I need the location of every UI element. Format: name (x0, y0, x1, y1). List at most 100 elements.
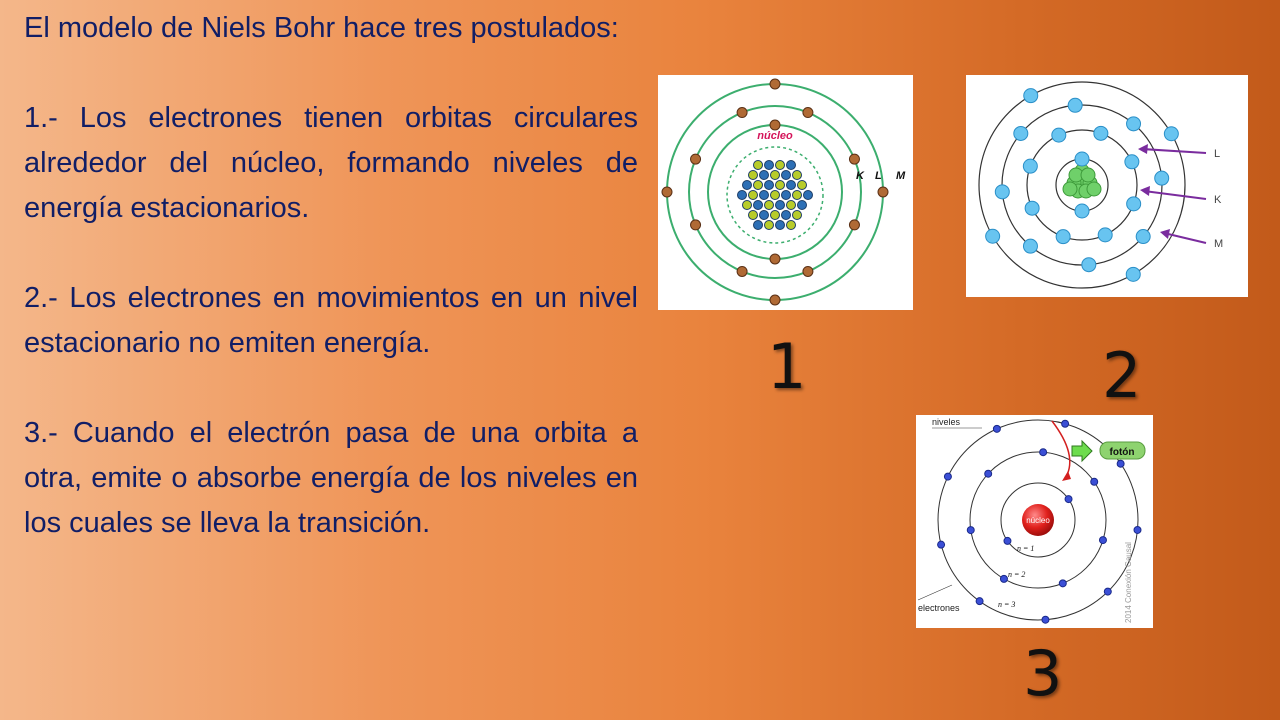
electron (1126, 196, 1142, 212)
nucleon (1062, 181, 1078, 197)
electron (690, 153, 702, 165)
postulates-text: El modelo de Niels Bohr hace tres postul… (24, 6, 638, 546)
electron (1081, 257, 1097, 273)
nucleon (770, 210, 780, 220)
nucleon (775, 180, 785, 190)
nucleon (737, 190, 747, 200)
nucleon (759, 190, 769, 200)
electron (975, 597, 984, 606)
electron (1163, 126, 1179, 142)
credit-label: 2014 Conexión Causal (1124, 542, 1133, 623)
nucleon (748, 170, 758, 180)
figure-number-2: 2 (1102, 339, 1142, 412)
nucleon (786, 160, 796, 170)
photon-label: fotón (1110, 447, 1135, 458)
nucleon (786, 200, 796, 210)
bohr-diagram-3: núcleo fotón niveles electrones n = 1 n … (916, 415, 1153, 628)
atom-diagram-2-svg: L K M (978, 81, 1223, 289)
electron (985, 228, 1001, 244)
electron (769, 78, 781, 90)
electron (1124, 154, 1140, 170)
nucleon (781, 190, 791, 200)
electron (1116, 459, 1125, 468)
nucleon (753, 200, 763, 210)
electron (943, 472, 952, 481)
electron (848, 219, 860, 231)
electron (1061, 419, 1070, 428)
nucleon (775, 200, 785, 210)
nucleon (792, 170, 802, 180)
electron (1126, 116, 1142, 132)
electron (966, 526, 975, 535)
nucleon (764, 200, 774, 210)
shell-label-l: L (1214, 148, 1220, 160)
shell-label-m: M (1214, 238, 1223, 250)
electron (1097, 227, 1113, 243)
electron (1041, 615, 1050, 624)
nucleon (770, 190, 780, 200)
electron (690, 219, 702, 231)
electron (769, 119, 781, 131)
shell-label-l: L (875, 170, 882, 182)
electrons-label: electrones (918, 603, 960, 613)
nucleon (764, 160, 774, 170)
figure-number-3: 3 (1023, 637, 1063, 710)
nucleon (786, 180, 796, 190)
electron (1090, 477, 1099, 486)
electron (661, 186, 673, 198)
nucleon (742, 200, 752, 210)
electron (1013, 125, 1029, 141)
n2-label: n = 2 (1008, 570, 1025, 579)
electron (1125, 266, 1141, 282)
nucleon (759, 170, 769, 180)
postulate-3: 3.- Cuando el electrón pasa de una orbit… (24, 417, 638, 539)
electron (1003, 536, 1012, 545)
electron (848, 153, 860, 165)
electron (1135, 229, 1151, 245)
electron (1154, 170, 1170, 186)
nucleon (792, 190, 802, 200)
electron (1023, 88, 1039, 104)
figure-number-1: 1 (767, 330, 807, 403)
electron (1074, 203, 1090, 219)
n1-label: n = 1 (1017, 544, 1034, 553)
nucleon (753, 220, 763, 230)
nucleon (803, 190, 813, 200)
nucleon (753, 160, 763, 170)
electron (802, 107, 814, 119)
electron (1133, 525, 1142, 534)
electron (1022, 158, 1038, 174)
nucleon (748, 210, 758, 220)
electron (994, 184, 1010, 200)
electron (802, 265, 814, 277)
nucleon (1086, 181, 1102, 197)
postulate-2: 2.- Los electrones en movimientos en un … (24, 282, 638, 359)
nucleon (775, 160, 785, 170)
electron (937, 540, 946, 549)
nucleon (792, 210, 802, 220)
electron (984, 469, 993, 478)
electron (1064, 495, 1073, 504)
nucleon (781, 170, 791, 180)
nucleon (742, 180, 752, 190)
shell-label-m: M (896, 170, 906, 182)
nucleon (748, 190, 758, 200)
electron (769, 294, 781, 306)
electron (1074, 151, 1090, 167)
nucleon (759, 210, 769, 220)
electron (1058, 579, 1067, 588)
electron (1024, 200, 1040, 216)
electron (736, 265, 748, 277)
electron (1098, 536, 1107, 545)
nucleon (753, 180, 763, 190)
nucleon (797, 200, 807, 210)
electron (1022, 238, 1038, 254)
nucleon (797, 180, 807, 190)
nucleon (1080, 167, 1096, 183)
postulate-1: 1.- Los electrones tienen orbitas circul… (24, 102, 638, 224)
electron (1067, 97, 1083, 113)
nucleus-label: núcleo (1026, 516, 1050, 525)
intro-paragraph: El modelo de Niels Bohr hace tres postul… (24, 12, 619, 44)
nucleon (775, 220, 785, 230)
electron (736, 107, 748, 119)
